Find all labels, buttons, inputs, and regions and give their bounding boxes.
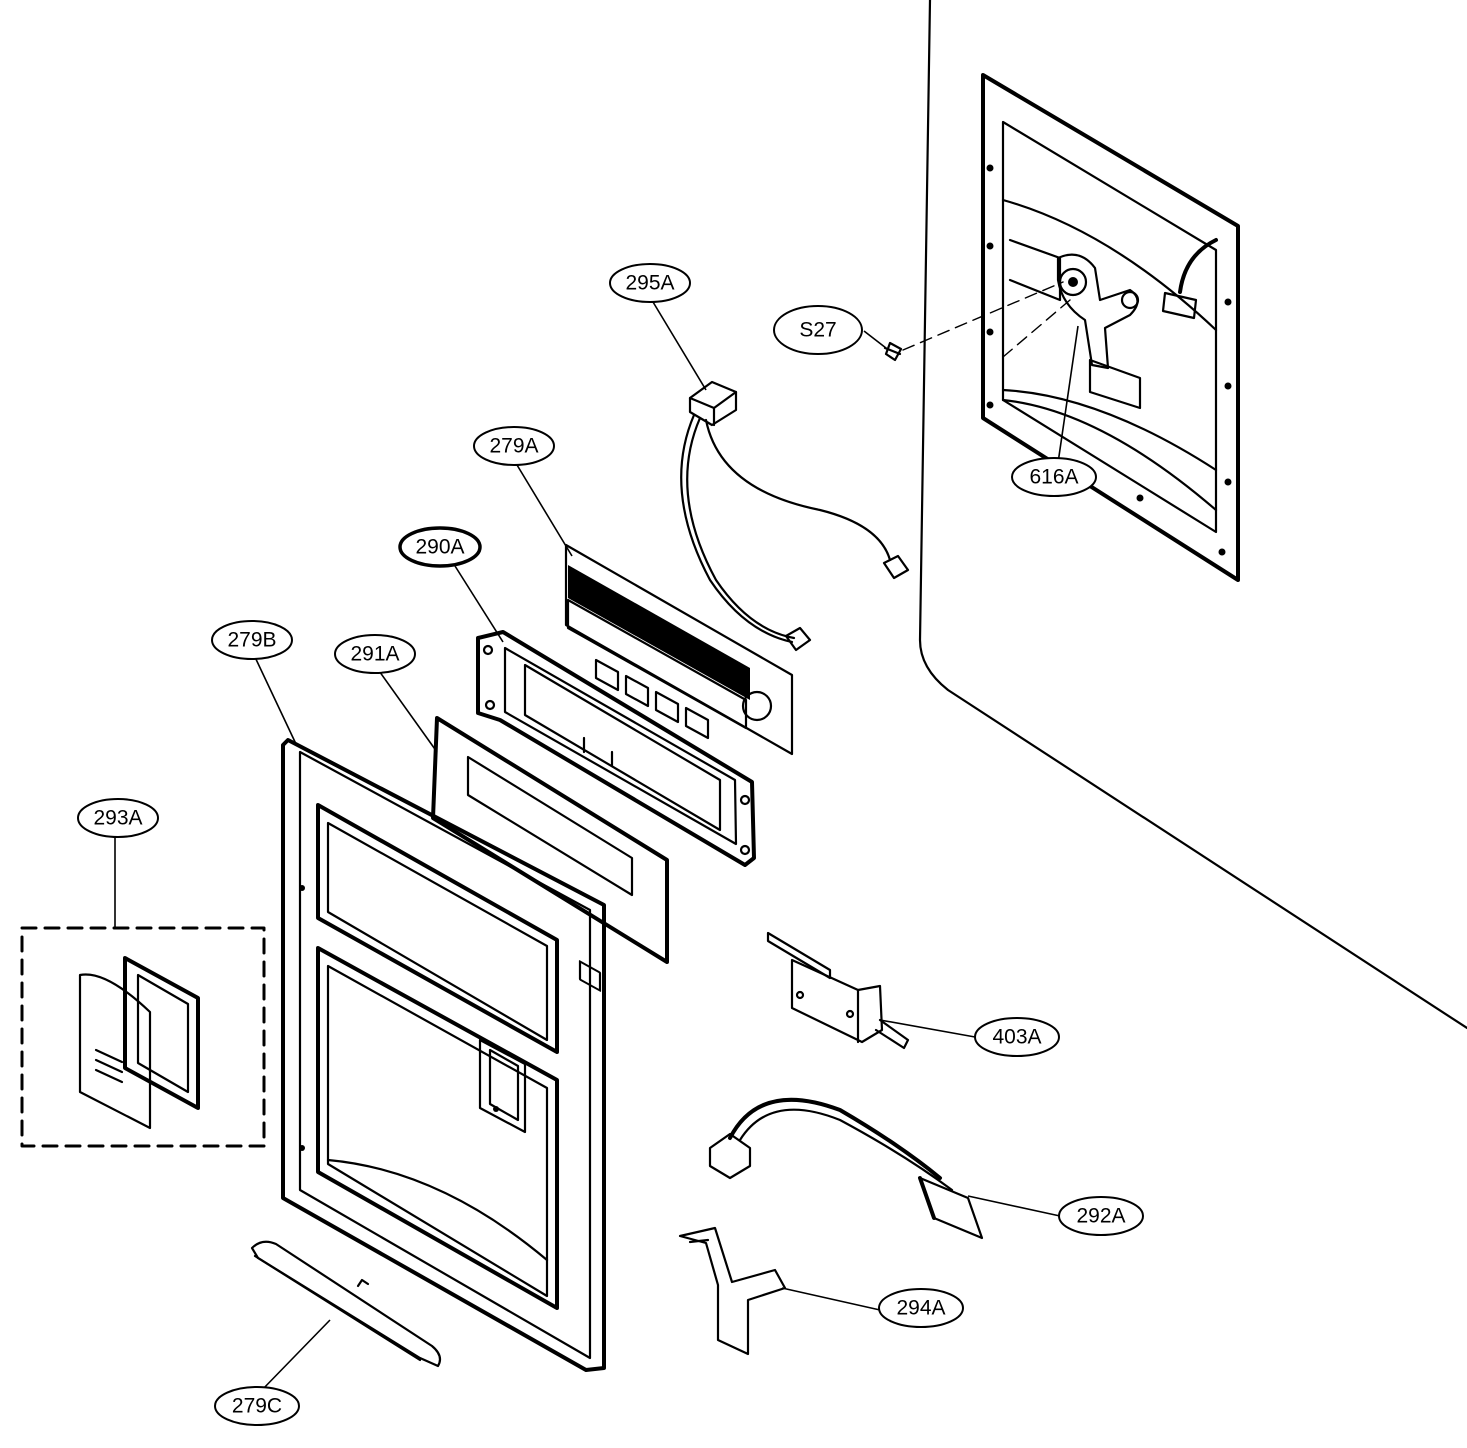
callout-292A: 292A [1058,1196,1144,1236]
callout-S27: S27 [773,305,863,355]
callout-label: 279C [232,1395,282,1418]
callout-279B: 279B [211,620,293,660]
callout-label: 295A [625,272,674,295]
pcb-279a [564,543,794,992]
callout-label: 279A [489,435,538,458]
callout-label: 292A [1076,1205,1125,1228]
callout-label: 279B [227,629,276,652]
callout-label: S27 [799,319,836,342]
callout-label: 403A [992,1026,1041,1049]
switch-403a [766,931,910,1050]
trim-279c [250,1240,442,1368]
callout-291A: 291A [334,634,416,674]
callout-403A: 403A [974,1017,1060,1057]
callout-279A: 279A [473,426,555,466]
dispenser-housing [981,73,1240,582]
door-outline [918,0,1467,1030]
callout-label: 290A [415,536,464,559]
callout-293A: 293A [77,798,159,838]
callout-label: 293A [93,807,142,830]
callout-label: 294A [896,1297,945,1320]
module-293a [20,926,266,1148]
callout-290A: 290A [398,526,482,568]
sensor-292a [708,1097,984,1240]
callout-label: 291A [350,643,399,666]
gasket-291a [431,716,669,964]
callout-294A: 294A [878,1288,964,1328]
callout-label: 616A [1029,466,1078,489]
screw-s27 [883,281,1071,362]
callout-279C: 279C [214,1386,300,1426]
bracket-294a [678,1226,787,1356]
callout-616A: 616A [1011,457,1097,497]
bracket-plate-290a [476,630,756,867]
front-bezel-279b [281,738,606,1372]
wire-harness-295a [680,380,910,652]
callout-295A: 295A [609,263,691,303]
leader-lines [114,296,1079,1393]
